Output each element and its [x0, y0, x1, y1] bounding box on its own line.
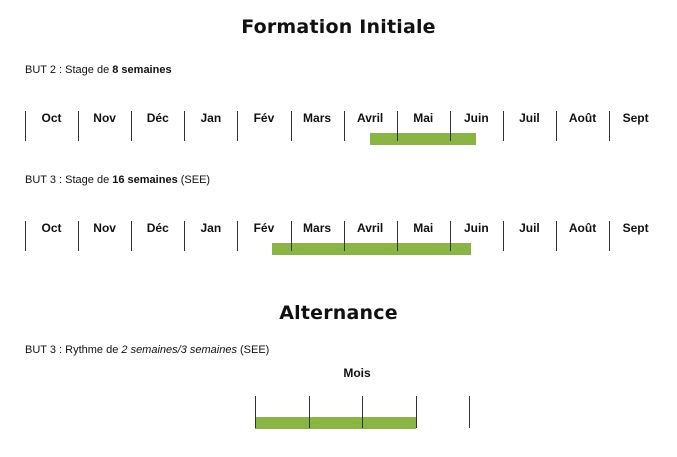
but2-tick — [344, 111, 345, 141]
but3-month-label: Jan — [200, 221, 222, 235]
but3-month-label: Mars — [303, 221, 332, 235]
but3-caption-duration: 16 semaines — [112, 174, 178, 186]
alternance-caption-suffix: (SEE) — [236, 344, 270, 356]
but2-month-label: Sept — [622, 111, 649, 125]
but3-tick — [397, 221, 398, 251]
but3-tick — [131, 221, 132, 251]
but3-tick — [291, 221, 292, 251]
but2-caption-prefix: BUT 2 : Stage de — [25, 64, 113, 76]
but2-month-label: Déc — [146, 111, 169, 125]
mois-label: Mois — [343, 366, 371, 380]
but3-month-label: Oct — [41, 221, 62, 235]
but3-caption-prefix: BUT 3 : Stage de — [25, 174, 113, 186]
but2-tick — [78, 111, 79, 141]
but2-tick — [131, 111, 132, 141]
but2-tick — [25, 111, 26, 141]
but3-period-bar — [271, 243, 472, 255]
but3-caption-suffix: (SEE) — [177, 174, 211, 186]
alternance-caption-rhythm: 2 semaines/3 semaines — [121, 344, 237, 356]
alternance-tick — [469, 396, 470, 428]
but2-month-label: Mars — [303, 111, 332, 125]
but3-tick — [78, 221, 79, 251]
but3-tick — [450, 221, 451, 251]
but2-month-label: Jan — [200, 111, 222, 125]
but2-caption-duration: 8 semaines — [112, 64, 172, 76]
but2-month-label: Nov — [93, 111, 116, 125]
alternance-tick — [255, 396, 256, 428]
alternance-tick — [309, 396, 310, 428]
but3-tick — [25, 221, 26, 251]
but2-month-label: Oct — [41, 111, 62, 125]
but2-tick — [184, 111, 185, 141]
but3-tick — [609, 221, 610, 251]
but2-tick — [556, 111, 557, 141]
but3-month-label: Nov — [93, 221, 116, 235]
but2-month-label: Août — [568, 111, 597, 125]
but3-month-label: Juil — [519, 221, 540, 235]
but3-month-label: Fév — [253, 221, 275, 235]
but2-month-label: Fév — [253, 111, 275, 125]
but2-period-bar — [370, 133, 477, 145]
but3-caption: BUT 3 : Stage de 16 semaines (SEE) — [25, 174, 210, 186]
alternance-period-bar — [255, 417, 416, 429]
but3-tick — [556, 221, 557, 251]
alternance-tick — [362, 396, 363, 428]
but3-tick — [503, 221, 504, 251]
but3-month-label: Sept — [622, 221, 649, 235]
but3-tick — [184, 221, 185, 251]
but3-month-label: Août — [568, 221, 597, 235]
but2-tick — [503, 111, 504, 141]
but3-month-label: Juin — [464, 221, 489, 235]
but3-month-label: Avril — [357, 221, 384, 235]
but2-month-label: Avril — [357, 111, 384, 125]
alternance-caption: BUT 3 : Rythme de 2 semaines/3 semaines … — [25, 344, 269, 356]
alternance-caption-prefix: BUT 3 : Rythme de — [25, 344, 122, 356]
but3-month-label: Déc — [146, 221, 169, 235]
but2-tick — [397, 111, 398, 141]
alternance-title: Alternance — [279, 302, 398, 324]
but2-tick — [237, 111, 238, 141]
formation-initiale-title: Formation Initiale — [241, 16, 436, 38]
but2-tick — [609, 111, 610, 141]
but3-tick — [344, 221, 345, 251]
but2-tick — [291, 111, 292, 141]
but2-month-label: Mai — [413, 111, 434, 125]
but3-month-label: Mai — [413, 221, 434, 235]
but2-caption: BUT 2 : Stage de 8 semaines — [25, 64, 172, 76]
alternance-tick — [416, 396, 417, 428]
but2-month-label: Juil — [519, 111, 540, 125]
but3-tick — [237, 221, 238, 251]
but2-tick — [450, 111, 451, 141]
but2-month-label: Juin — [464, 111, 489, 125]
